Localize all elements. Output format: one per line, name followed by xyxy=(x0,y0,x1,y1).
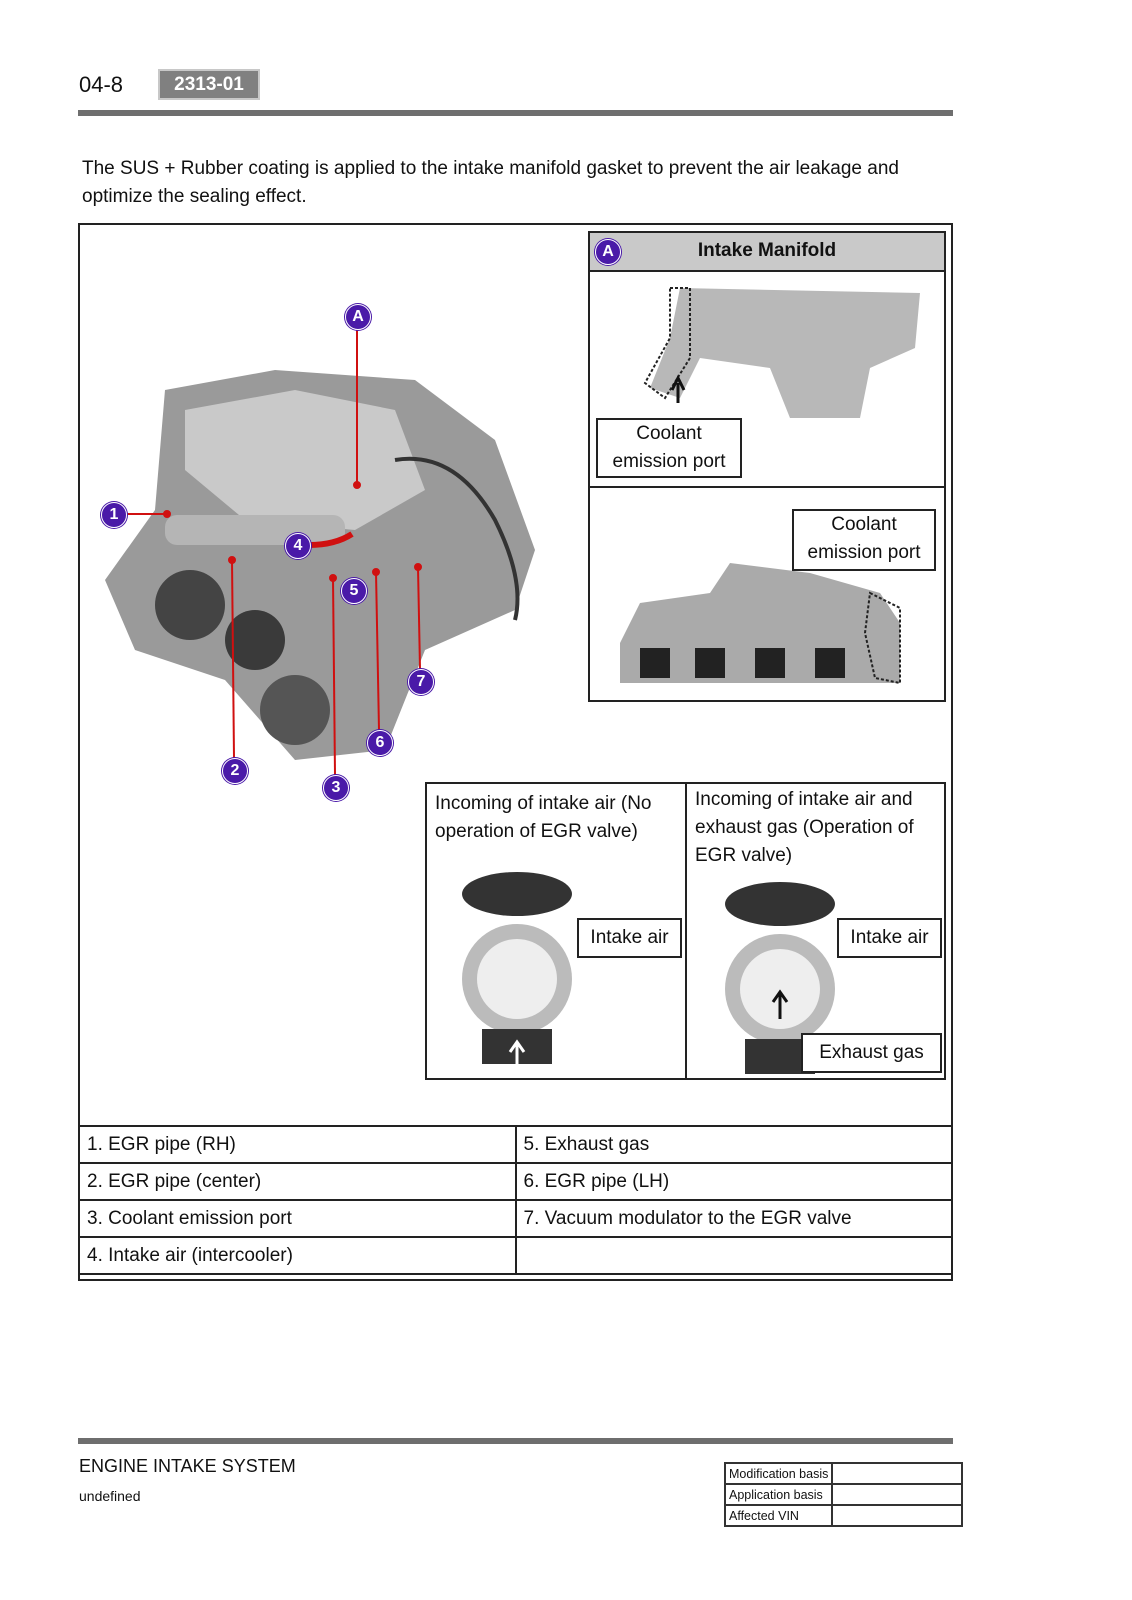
egr-divider xyxy=(685,784,687,1078)
egr-valve-closed-image xyxy=(462,872,572,1064)
table-row: 2. EGR pipe (center)6. EGR pipe (LH) xyxy=(78,1162,953,1201)
legend-cell: 1. EGR pipe (RH) xyxy=(78,1125,517,1164)
footer-subtitle: undefined xyxy=(79,1488,141,1504)
table-row: Application basis xyxy=(723,1483,964,1506)
exhaust-gas-label: Exhaust gas xyxy=(801,1033,942,1073)
callout-6: 6 xyxy=(367,730,393,756)
engine-illustration xyxy=(105,370,535,760)
callout-2: 2 xyxy=(222,758,248,784)
revision-info-table: Modification basis Application basis Aff… xyxy=(723,1462,964,1527)
meta-label: Modification basis xyxy=(723,1462,834,1485)
coolant-port-label-top: Coolant emission port xyxy=(596,418,742,478)
header-rule xyxy=(78,110,953,116)
legend-cell: 5. Exhaust gas xyxy=(514,1125,953,1164)
manifold-top-image xyxy=(643,287,920,418)
callout-5: 5 xyxy=(341,578,367,604)
meta-label: Affected VIN xyxy=(723,1504,834,1527)
section-code-badge: 2313-01 xyxy=(158,69,260,100)
legend-cell: 4. Intake air (intercooler) xyxy=(78,1236,517,1275)
table-row: 1. EGR pipe (RH)5. Exhaust gas xyxy=(78,1125,953,1164)
legend-cell: 7. Vacuum modulator to the EGR valve xyxy=(514,1199,953,1238)
callout-3: 3 xyxy=(323,775,349,801)
footer-rule xyxy=(78,1438,953,1444)
manifold-marker-a: A xyxy=(595,239,621,265)
callout-4: 4 xyxy=(285,533,311,559)
intro-text: The SUS + Rubber coating is applied to t… xyxy=(82,158,899,207)
table-row: Affected VIN xyxy=(723,1504,964,1527)
meta-value xyxy=(831,1462,964,1485)
callout-7: 7 xyxy=(408,669,434,695)
leader-lines xyxy=(125,328,422,776)
meta-label: Application basis xyxy=(723,1483,834,1506)
parts-legend-table: 1. EGR pipe (RH)5. Exhaust gas 2. EGR pi… xyxy=(78,1125,953,1275)
manifold-divider xyxy=(590,486,944,488)
egr-right-caption: Incoming of intake air and exhaust gas (… xyxy=(695,789,914,866)
meta-value xyxy=(831,1504,964,1527)
table-row: 4. Intake air (intercooler) xyxy=(78,1236,953,1275)
legend-cell: 2. EGR pipe (center) xyxy=(78,1162,517,1201)
meta-value xyxy=(831,1483,964,1506)
intake-air-label-left: Intake air xyxy=(577,918,682,958)
intake-air-label-right: Intake air xyxy=(837,918,942,958)
page-number: 04-8 xyxy=(79,72,124,97)
manifold-title-text: Intake Manifold xyxy=(697,240,837,261)
legend-cell: 3. Coolant emission port xyxy=(78,1199,517,1238)
egr-left-caption: Incoming of intake air (No operation of … xyxy=(435,793,652,842)
figure-frame xyxy=(78,223,953,1281)
legend-cell: 6. EGR pipe (LH) xyxy=(514,1162,953,1201)
coolant-port-label-bottom: Coolant emission port xyxy=(792,509,936,571)
callout-1: 1 xyxy=(101,502,127,528)
egr-operation-panel: Incoming of intake air (No operation of … xyxy=(425,782,946,1080)
table-row: Modification basis xyxy=(723,1462,964,1485)
callout-a: A xyxy=(345,304,371,330)
manifold-bottom-image xyxy=(620,563,901,685)
legend-cell xyxy=(514,1236,953,1275)
intake-manifold-panel: Intake Manifold A Coolant emission port … xyxy=(588,231,946,702)
footer-section-title: ENGINE INTAKE SYSTEM xyxy=(79,1456,296,1476)
intake-manifold-title: Intake Manifold xyxy=(590,233,944,272)
